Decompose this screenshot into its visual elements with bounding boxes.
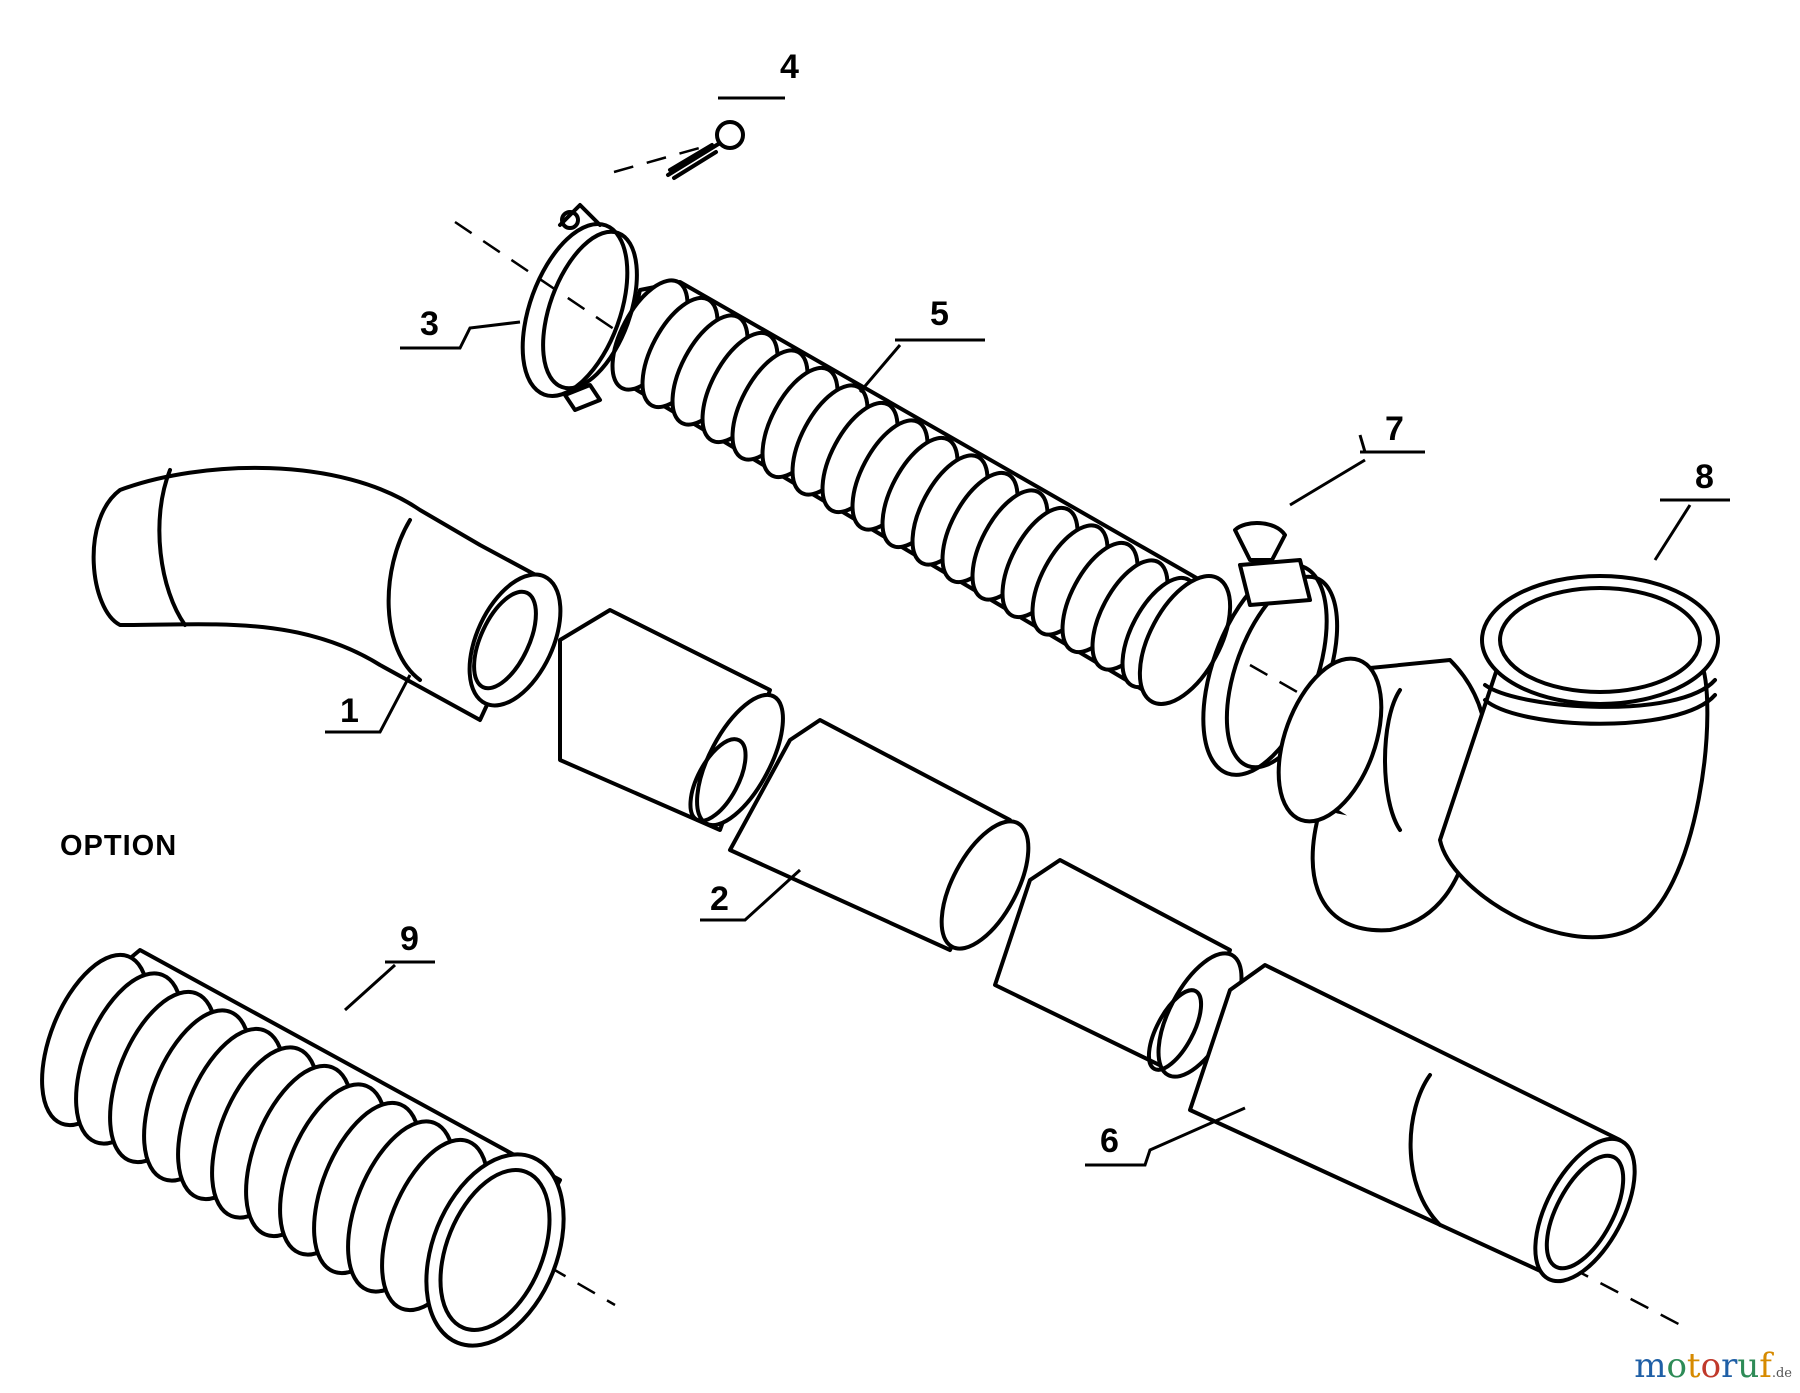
part-1-curved-pipe: [91, 465, 563, 722]
part-8-elbow: [1276, 574, 1720, 940]
callout-2: 2: [710, 880, 729, 918]
callout-5: 5: [930, 295, 949, 333]
part-9-option-corrugated-hose: [40, 948, 566, 1348]
watermark-logo: motoruf.de: [1634, 1349, 1792, 1383]
watermark-letters: motoruf: [1634, 1346, 1772, 1386]
part-3-hose-clamp: [520, 203, 639, 412]
watermark-letter: o: [1666, 1346, 1687, 1386]
part-6-tail-tube: [1188, 963, 1637, 1284]
watermark-tld: .de: [1771, 1366, 1792, 1381]
callout-1: 1: [340, 692, 359, 730]
callout-8: 8: [1695, 458, 1714, 496]
watermark-letter: u: [1737, 1346, 1760, 1386]
callout-3: 3: [420, 305, 439, 343]
callout-9: 9: [400, 920, 419, 958]
watermark-letter: r: [1721, 1346, 1738, 1386]
watermark-letter: m: [1634, 1346, 1667, 1386]
callout-7: 7: [1385, 410, 1404, 448]
watermark-letter: t: [1686, 1346, 1701, 1386]
callout-leaders: [325, 96, 1730, 1167]
watermark-letter: f: [1759, 1346, 1772, 1386]
option-label: OPTION: [60, 830, 177, 862]
part-5-corrugated-hose: [610, 278, 1233, 706]
part-4-screw: [666, 120, 745, 180]
watermark-letter: o: [1700, 1346, 1722, 1386]
callout-6: 6: [1100, 1122, 1119, 1160]
callout-4: 4: [780, 48, 799, 86]
callout-numbers: 4 3 5 7 8 1 2 9 6: [340, 48, 1714, 1160]
